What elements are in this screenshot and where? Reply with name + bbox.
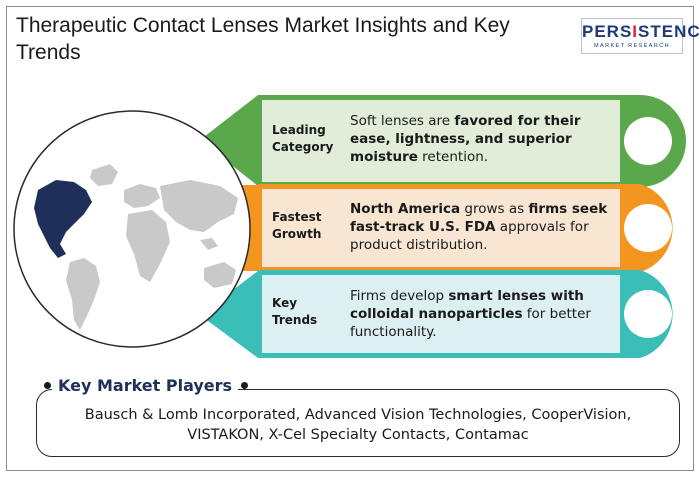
- band-circle-2: [624, 204, 672, 252]
- page-title: Therapeutic Contact Lenses Market Insigh…: [16, 14, 510, 64]
- band-circle-1: [624, 117, 672, 165]
- band-circle-3: [624, 290, 672, 338]
- band-2-label: Fastest Growth: [272, 210, 322, 241]
- band-1-label: Leading Category: [272, 123, 334, 154]
- key-players-list: Bausch & Lomb Incorporated, Advanced Vis…: [84, 407, 632, 443]
- key-players-title: Key Market Players: [52, 375, 239, 397]
- band-1-description: Soft lenses are favored for their ease, …: [350, 113, 581, 165]
- band-key-trends: [200, 270, 673, 358]
- globe-map-icon: [13, 110, 251, 348]
- persistence-logo: PERSISTENCE MARKET RESEARCH: [581, 18, 700, 54]
- players-title-dot-left: [44, 382, 51, 389]
- band-3-label: Key Trends: [272, 296, 318, 327]
- players-title-dot-right: [241, 382, 248, 389]
- logo-subtitle: MARKET RESEARCH: [594, 43, 670, 49]
- band-3-description: Firms develop smart lenses with colloida…: [350, 288, 591, 340]
- band-leading-category: [200, 95, 686, 187]
- key-players-box: [36, 389, 680, 457]
- band-2-description: North America grows as firms seek fast-t…: [350, 201, 608, 253]
- logo-wordmark: PERSISTENCE: [582, 22, 700, 41]
